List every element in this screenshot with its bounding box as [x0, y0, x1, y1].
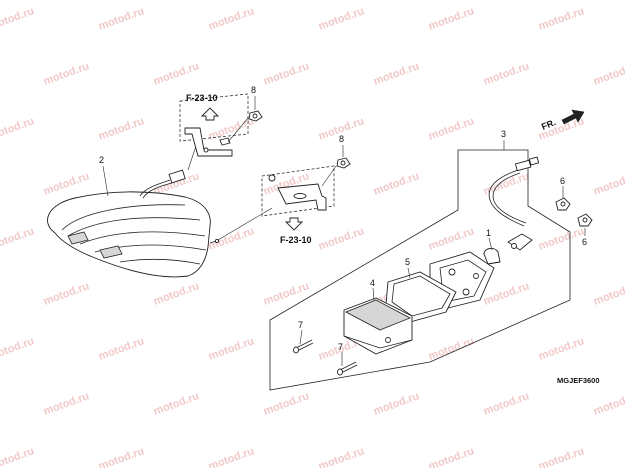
watermark-text: motod.ru: [97, 335, 146, 363]
watermark-text: motod.ru: [592, 390, 625, 418]
watermark-text: motod.ru: [427, 445, 476, 468]
watermark-text: motod.ru: [317, 5, 366, 33]
socket-wire: [488, 156, 540, 251]
callout-1: 1: [486, 228, 491, 238]
callout-6-upper: 6: [560, 176, 565, 186]
reference-arrow-up: [200, 107, 220, 121]
bolt-8-top: [248, 110, 263, 122]
watermark-text: motod.ru: [537, 445, 586, 468]
watermark-text: motod.ru: [262, 280, 311, 308]
watermark-text: motod.ru: [152, 60, 201, 88]
watermark-text: motod.ru: [0, 445, 36, 468]
watermark-text: motod.ru: [317, 225, 366, 253]
watermark-text: motod.ru: [262, 60, 311, 88]
watermark-text: motod.ru: [97, 5, 146, 33]
watermark-text: motod.ru: [262, 390, 311, 418]
screw-7-right: [337, 361, 358, 376]
watermark-text: motod.ru: [482, 390, 531, 418]
watermark-text: motod.ru: [207, 335, 256, 363]
callout-7-left: 7: [298, 320, 303, 330]
callout-7-right: 7: [338, 342, 343, 352]
diagram-code: MGJEF3600: [557, 376, 600, 385]
watermark-text: motod.ru: [482, 60, 531, 88]
watermark-text: motod.ru: [592, 60, 625, 88]
bolt-8-lower: [336, 157, 351, 169]
watermark-text: motod.ru: [537, 225, 586, 253]
watermark-text: motod.ru: [42, 170, 91, 198]
callout-4: 4: [370, 278, 375, 288]
watermark-text: motod.ru: [207, 445, 256, 468]
front-arrow-icon: [561, 109, 585, 125]
watermark-text: motod.ru: [97, 115, 146, 143]
watermark-text: motod.ru: [537, 5, 586, 33]
watermark-text: motod.ru: [427, 5, 476, 33]
watermark-text: motod.ru: [97, 445, 146, 468]
reference-label-bottom: F-23-10: [280, 235, 312, 245]
callout-2: 2: [99, 155, 104, 165]
watermark-text: motod.ru: [427, 335, 476, 363]
callout-3: 3: [501, 129, 506, 139]
watermark-text: motod.ru: [0, 335, 36, 363]
lens: [343, 297, 413, 355]
reference-arrow-down: [284, 217, 304, 231]
watermark-text: motod.ru: [537, 335, 586, 363]
watermark-text: motod.ru: [207, 225, 256, 253]
gasket: [385, 271, 457, 323]
taillight-housing: [47, 169, 220, 278]
watermark-text: motod.ru: [592, 170, 625, 198]
callout-8-top: 8: [251, 85, 256, 95]
watermark-text: motod.ru: [0, 5, 36, 33]
watermark-text: motod.ru: [592, 280, 625, 308]
bulb: [483, 247, 501, 265]
watermark-text: motod.ru: [372, 60, 421, 88]
watermark-text: motod.ru: [42, 390, 91, 418]
callout-8-lower: 8: [339, 134, 344, 144]
watermark-text: motod.ru: [152, 280, 201, 308]
upper-bracket-group: [179, 93, 249, 157]
watermark-text: motod.ru: [482, 280, 531, 308]
watermark-text: motod.ru: [0, 115, 36, 143]
callout-6-lower: 6: [582, 237, 587, 247]
watermark-text: motod.ru: [42, 60, 91, 88]
watermark-text: motod.ru: [372, 390, 421, 418]
watermark-text: motod.ru: [207, 5, 256, 33]
watermark-text: motod.ru: [152, 390, 201, 418]
reference-label-top: F-23-10: [186, 93, 218, 103]
nut-6-upper: [555, 197, 571, 211]
callout-5: 5: [405, 257, 410, 267]
lower-bracket-group: [261, 165, 335, 217]
watermark-text: motod.ru: [42, 280, 91, 308]
watermark-text: motod.ru: [317, 445, 366, 468]
watermark-text: motod.ru: [427, 225, 476, 253]
screw-7-left: [293, 339, 314, 354]
watermark-text: motod.ru: [427, 115, 476, 143]
nut-6-lower: [577, 213, 593, 227]
watermark-text: motod.ru: [372, 170, 421, 198]
unit-assembly-frame: [269, 149, 571, 391]
watermark-text: motod.ru: [0, 225, 36, 253]
